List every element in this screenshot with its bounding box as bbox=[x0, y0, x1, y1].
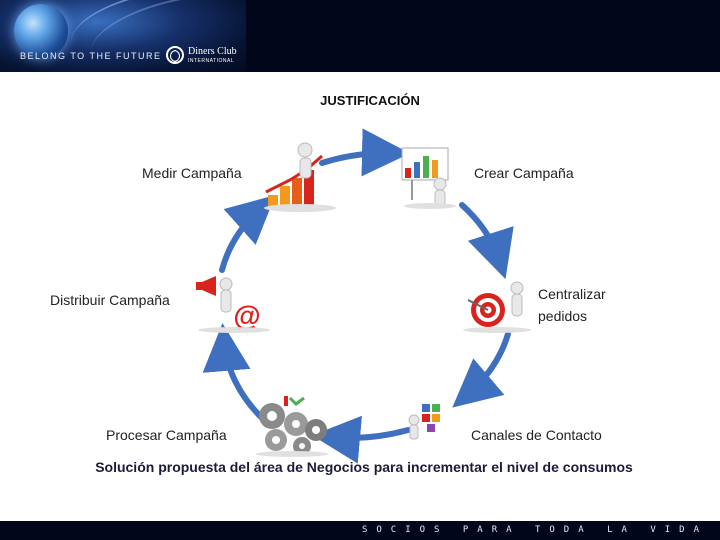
step-crear-label: Crear Campaña bbox=[474, 165, 574, 181]
step-procesar-label: Procesar Campaña bbox=[106, 427, 227, 443]
step-centralizar-line2: pedidos bbox=[538, 308, 588, 324]
gears-icon bbox=[256, 396, 328, 457]
header-bar: BELONG TO THE FUTURE Diners Club INTERNA… bbox=[0, 0, 720, 72]
arrow-centralizar-to-canales bbox=[452, 331, 511, 408]
logo-subtitle: INTERNATIONAL bbox=[188, 58, 235, 64]
megaphone-email-icon: @ bbox=[196, 276, 270, 333]
globe-icon bbox=[14, 4, 68, 58]
arrow-procesar-to-distribuir bbox=[202, 323, 265, 421]
arrow-crear-to-centralizar bbox=[459, 202, 514, 280]
step-centralizar-label: Centralizar pedidos bbox=[538, 283, 606, 327]
slide-title: JUSTIFICACIÓN bbox=[320, 93, 420, 108]
footer-slogan: SOCIOS PARA TODA LA VIDA bbox=[361, 525, 708, 535]
brand-banner: BELONG TO THE FUTURE Diners Club INTERNA… bbox=[0, 0, 246, 72]
diners-club-logo: Diners Club INTERNATIONAL bbox=[160, 44, 244, 68]
step-distribuir-label: Distribuir Campaña bbox=[50, 292, 170, 308]
arrow-distribuir-to-medir bbox=[219, 194, 276, 273]
footer-bar: SOCIOS PARA TODA LA VIDA bbox=[0, 521, 720, 540]
logo-name: Diners Club bbox=[188, 46, 237, 57]
growth-chart-icon bbox=[264, 142, 336, 212]
step-centralizar-line1: Centralizar bbox=[538, 286, 606, 302]
social-channels-icon bbox=[408, 404, 440, 440]
step-medir-label: Medir Campaña bbox=[142, 165, 242, 181]
arrow-medir-to-crear bbox=[319, 128, 410, 177]
diners-logo-icon bbox=[166, 46, 184, 64]
diagram-caption: Solución propuesta del área de Negocios … bbox=[95, 459, 633, 475]
arrow-canales-to-procesar bbox=[312, 415, 411, 464]
chart-presentation-icon bbox=[401, 147, 456, 209]
step-canales-label: Canales de Contacto bbox=[471, 427, 602, 443]
svg-text:@: @ bbox=[233, 300, 260, 331]
target-icon bbox=[463, 281, 531, 333]
brand-tagline: BELONG TO THE FUTURE bbox=[20, 51, 162, 61]
